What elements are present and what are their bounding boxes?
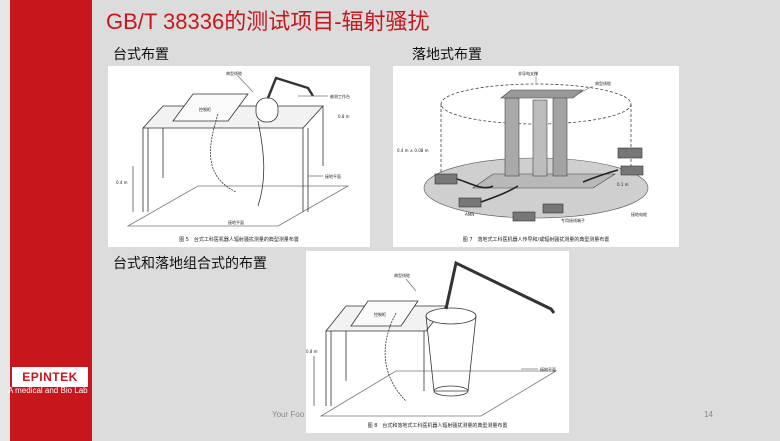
label-ground-plane-c: 接地平面 (540, 366, 556, 372)
company-logo: EPINTEK (12, 367, 88, 387)
footer-text: Your Foo (272, 410, 305, 419)
combo-caption: 图 8 台式和落地式工科医机器人辐射骚扰测量的典型测量布置 (367, 423, 508, 429)
label-work-table: 被测工作台 (330, 93, 350, 99)
label-power-terminal: 专用接线端子 (561, 217, 585, 223)
left-margin (0, 0, 10, 441)
label-height-01: 0.1 m (617, 182, 629, 187)
section-label-tabletop: 台式布置 (113, 47, 169, 63)
tabletop-figure: 控制柜 典型线缆 被测工作台 0.8 m 0.4 m 接地平面 接地平面 图 5… (108, 66, 370, 247)
tabletop-diagram: 控制柜 典型线缆 被测工作台 0.8 m 0.4 m 接地平面 接地平面 (116, 70, 350, 227)
label-typical-cable-3: 典型线缆 (394, 272, 410, 278)
label-typical-cable: 典型线缆 (226, 70, 242, 76)
label-control-box: 控制柜 (199, 106, 211, 112)
floor-diagram: 非导电支撑 典型线缆 0.4 m ± 0.08 m AMN 专用接线端子 接地电… (397, 70, 649, 223)
label-cable-distance: 0.4 m ± 0.08 m (397, 148, 429, 153)
label-height-04: 0.4 m (116, 180, 128, 185)
label-height-08-c: 0.8 m (306, 349, 318, 354)
combo-figure: 控制柜 典型线缆 0.8 m 接地平面 图 8 台式和落地式工科医机器人辐射骚扰… (306, 251, 569, 433)
page-number: 14 (704, 410, 713, 419)
label-support: 非导电支撑 (518, 70, 538, 76)
logo-tagline: A medical and Bio Lab (8, 386, 88, 395)
label-control-box-3: 控制柜 (374, 311, 386, 317)
section-label-combo: 台式和落地组合式的布置 (113, 256, 267, 272)
label-ground-plane: 接地平面 (325, 173, 341, 179)
slide-title: GB/T 38336的测试项目-辐射骚扰 (106, 9, 430, 34)
tabletop-caption: 图 5 台式工科医机器人辐射骚扰测量的典型测量布置 (179, 237, 299, 243)
label-height-08: 0.8 m (338, 114, 350, 119)
label-typical-cable-2: 典型线缆 (595, 80, 611, 86)
floor-figure: 非导电支撑 典型线缆 0.4 m ± 0.08 m AMN 专用接线端子 接地电… (393, 66, 679, 247)
label-amn: AMN (465, 212, 474, 217)
label-floor: 接地平面 (228, 219, 244, 225)
floor-caption: 图 7 落地式工科医机器人传导和/或辐射骚扰测量的典型测量布置 (462, 237, 610, 243)
combo-diagram: 控制柜 典型线缆 0.8 m 接地平面 (306, 260, 558, 417)
logo-text: EPINTEK (22, 370, 78, 384)
section-label-floor: 落地式布置 (412, 47, 482, 63)
label-ground-cable: 接地电缆 (631, 211, 647, 217)
